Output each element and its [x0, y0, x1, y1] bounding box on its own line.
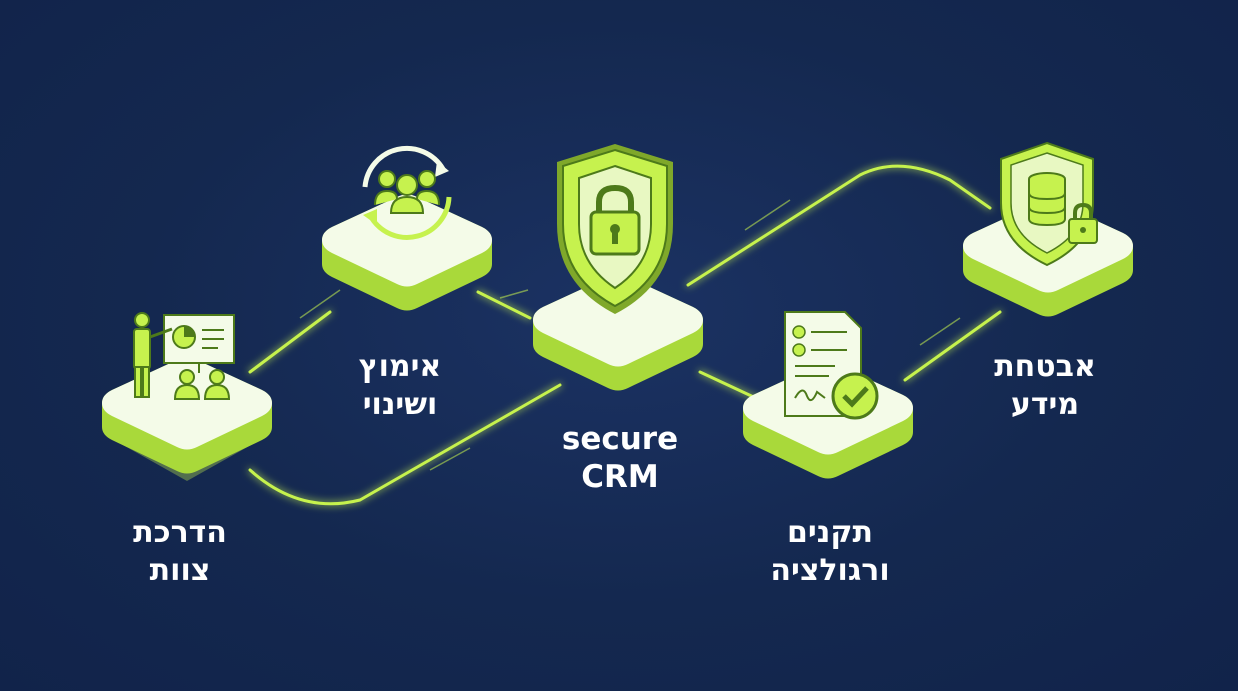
- node-adoption-change: [312, 145, 502, 322]
- light-streak: [744, 199, 791, 231]
- label-line: CRM: [581, 459, 659, 495]
- shield-lock-icon: [557, 144, 673, 314]
- certified-document-icon: [784, 311, 879, 420]
- team-cycle-icon: [362, 145, 452, 240]
- label-adoption-change: אימוץ ושינוי: [340, 348, 460, 424]
- label-line: תקנים: [787, 515, 873, 550]
- node-standards-regulation: [733, 311, 923, 490]
- label-line: מידע: [1010, 387, 1080, 422]
- light-streak: [299, 289, 341, 319]
- light-streak: [919, 317, 961, 346]
- connector-adoption-crm: [476, 290, 532, 320]
- label-standards-regulation: תקנים ורגולציה: [755, 514, 905, 590]
- label-secure-crm: secure CRM: [555, 420, 685, 496]
- light-streak: [429, 447, 471, 471]
- label-line: אבטחת: [994, 349, 1096, 384]
- node-team-training: [92, 312, 282, 485]
- label-line: ושינוי: [362, 387, 438, 422]
- light-streak: [499, 289, 529, 299]
- connector-crm-standards: [698, 370, 762, 402]
- connector-training-adoption: [248, 310, 332, 374]
- database-shield-icon: [1000, 141, 1098, 267]
- label-line: secure: [561, 421, 679, 457]
- tile-base: [322, 194, 492, 311]
- connector-crm-security-upper: [686, 164, 992, 287]
- node-secure-crm: [523, 144, 713, 402]
- node-information-security: [953, 141, 1143, 328]
- label-information-security: אבטחת מידע: [985, 348, 1105, 424]
- connector-standards-security: [903, 310, 1002, 382]
- presentation-icon: [133, 312, 235, 400]
- label-line: ורגולציה: [770, 553, 890, 588]
- connector-training-crm-lower: [248, 383, 562, 506]
- label-line: אימוץ: [358, 349, 442, 384]
- label-team-training: הדרכת צוות: [120, 514, 240, 590]
- label-line: הדרכת: [133, 515, 227, 550]
- label-line: צוות: [149, 553, 211, 588]
- tile-base: [533, 274, 703, 391]
